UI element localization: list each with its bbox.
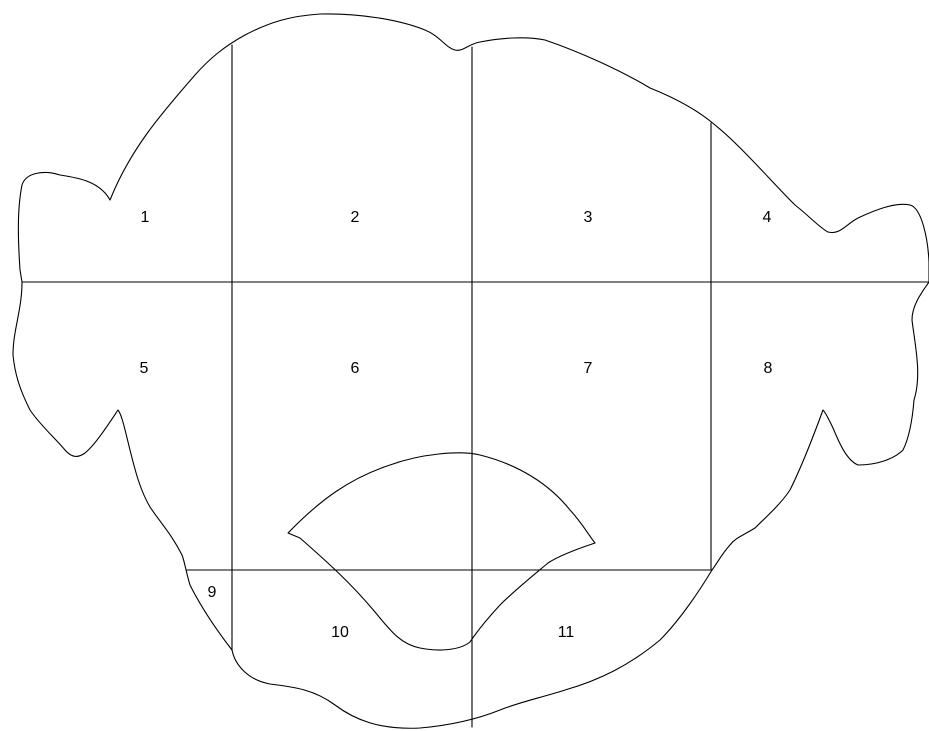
region-label-4: 4 bbox=[763, 209, 772, 226]
region-label-3: 3 bbox=[584, 209, 593, 226]
region-label-9: 9 bbox=[208, 584, 217, 601]
region-label-11: 11 bbox=[558, 624, 575, 641]
region-label-8: 8 bbox=[764, 360, 773, 377]
region-label-6: 6 bbox=[351, 360, 360, 377]
outer-boundary bbox=[13, 14, 929, 728]
region-label-10: 10 bbox=[331, 624, 349, 641]
region-label-1: 1 bbox=[141, 209, 150, 226]
region-label-2: 2 bbox=[351, 209, 360, 226]
region-label-5: 5 bbox=[140, 360, 149, 377]
region-label-7: 7 bbox=[584, 360, 593, 377]
inner-fan-curve bbox=[288, 453, 595, 650]
